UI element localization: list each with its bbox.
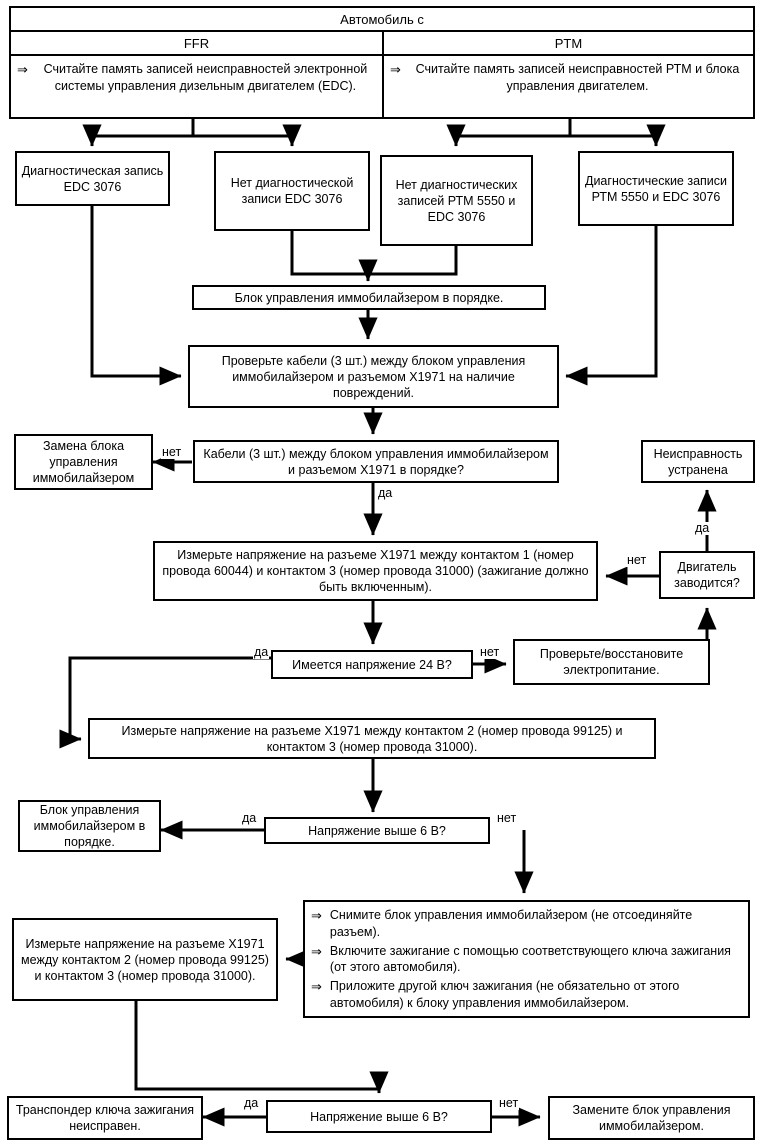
node-replace-immobilizer-second: Замените блок управления иммобилайзером. (548, 1096, 755, 1140)
node-replace-immobilizer-second-label: Замените блок управления иммобилайзером. (572, 1103, 731, 1133)
node-voltage24-question-label: Имеется напряжение 24 В? (292, 657, 452, 672)
node-measure-pin2-second-label: Измерьте напряжение на разъеме X1971 меж… (21, 936, 269, 983)
node-cables-ok-question: Кабели (3 шт.) между блоком управления и… (193, 440, 559, 483)
step-ptm-text: Считайте память записей неисправностей Р… (415, 62, 740, 93)
step-ffr-text: Считайте память записей неисправностей э… (43, 62, 368, 93)
header-col-ffr: FFR (9, 32, 382, 56)
edge-label-volt24-no: нет (479, 645, 501, 659)
node-voltage6-question-first-label: Напряжение выше 6 В? (308, 823, 446, 838)
node-ptm-records: Диагностические записи РТМ 5550 и EDC 30… (578, 151, 734, 226)
node-no-edc-record-label: Нет диагностической записи EDC 3076 (230, 176, 354, 206)
step-cell-ptm: ⇒ Считайте память записей неисправностей… (382, 56, 755, 119)
node-transponder-faulty: Транспондер ключа зажигания неисправен. (7, 1096, 203, 1140)
node-cables-ok-question-label: Кабели (3 шт.) между блоком управления и… (203, 446, 549, 477)
node-transponder-faulty-label: Транспондер ключа зажигания неисправен. (15, 1103, 195, 1133)
double-arrow-icon: ⇒ (311, 979, 322, 994)
header-title-row: Автомобиль с (9, 6, 755, 32)
node-no-ptm-records-label: Нет диагностических записей РТМ 5550 и E… (395, 177, 518, 224)
node-fault-fixed-label: Неисправность устранена (653, 446, 743, 477)
node-voltage6-question-first: Напряжение выше 6 В? (264, 817, 490, 844)
node-replace-immobilizer-first-label: Замена блока управления иммобилайзером (32, 439, 135, 485)
header-title-label: Автомобиль с (340, 11, 424, 27)
node-replace-immobilizer-first: Замена блока управления иммобилайзером (14, 434, 153, 490)
node-immobilizer-ok-second-label: Блок управления иммобилайзером в порядке… (33, 803, 146, 849)
edge-label-engine-no: нет (626, 553, 648, 567)
node-ptm-records-label: Диагностические записи РТМ 5550 и EDC 30… (584, 173, 728, 204)
node-measure-pin2: Измерьте напряжение на разъеме X1971 меж… (88, 718, 656, 759)
header-col-ptm: PTM (382, 32, 755, 56)
instruction-item: ⇒ Приложите другой ключ зажигания (не об… (311, 978, 742, 1012)
header-col-ffr-label: FFR (183, 35, 210, 51)
double-arrow-icon: ⇒ (311, 908, 322, 923)
edge-label-volt6a-no: нет (496, 811, 518, 825)
double-arrow-icon: ⇒ (17, 62, 28, 77)
edge-label-cables-no: нет (161, 445, 183, 459)
edge-label-volt6b-no: нет (498, 1096, 520, 1110)
node-instruction-block: ⇒ Снимите блок управления иммобилайзером… (303, 900, 750, 1018)
node-immobilizer-ok-first-label: Блок управления иммобилайзером в порядке… (234, 290, 504, 305)
node-no-edc-record: Нет диагностической записи EDC 3076 (214, 151, 370, 231)
edge-label-volt24-yes: да (253, 645, 270, 659)
node-immobilizer-ok-first: Блок управления иммобилайзером в порядке… (192, 285, 546, 310)
edge-label-engine-yes: да (694, 521, 711, 535)
node-voltage24-question: Имеется напряжение 24 В? (271, 650, 473, 679)
step-cell-ffr: ⇒ Считайте память записей неисправностей… (9, 56, 382, 119)
node-measure-pin2-label: Измерьте напряжение на разъеме X1971 меж… (121, 723, 623, 754)
node-measure-pin1-label: Измерьте напряжение на разъеме X1971 меж… (162, 548, 589, 594)
node-check-cables: Проверьте кабели (3 шт.) между блоком уп… (188, 345, 559, 408)
node-voltage6-question-second-label: Напряжение выше 6 В? (310, 1109, 448, 1124)
node-check-cables-label: Проверьте кабели (3 шт.) между блоком уп… (221, 353, 526, 400)
double-arrow-icon: ⇒ (311, 943, 322, 959)
node-measure-pin2-second: Измерьте напряжение на разъеме X1971 меж… (12, 918, 278, 1001)
node-engine-starts-question-label: Двигатель заводится? (674, 560, 740, 590)
node-measure-pin1: Измерьте напряжение на разъеме X1971 меж… (153, 541, 598, 601)
node-check-power-label: Проверьте/восстановите электропитание. (539, 647, 684, 677)
edge-label-cables-yes: да (377, 486, 394, 500)
node-edc-record: Диагностическая запись EDC 3076 (15, 151, 170, 206)
instruction-item-text: Приложите другой ключ зажигания (не обяз… (329, 979, 680, 1010)
node-edc-record-label: Диагностическая запись EDC 3076 (21, 163, 164, 194)
instruction-item-text: Включите зажигание с помощью соответству… (329, 943, 731, 975)
edge-label-volt6a-yes: да (241, 811, 258, 825)
node-engine-starts-question: Двигатель заводится? (659, 551, 755, 599)
header-col-ptm-label: PTM (554, 35, 583, 51)
instruction-item-text: Снимите блок управления иммобилайзером (… (329, 908, 693, 939)
node-voltage6-question-second: Напряжение выше 6 В? (266, 1100, 492, 1133)
node-no-ptm-records: Нет диагностических записей РТМ 5550 и E… (380, 155, 533, 246)
double-arrow-icon: ⇒ (390, 62, 401, 77)
node-check-power: Проверьте/восстановите электропитание. (513, 639, 710, 685)
node-fault-fixed: Неисправность устранена (641, 440, 755, 483)
edge-label-volt6b-yes: да (243, 1096, 260, 1110)
instruction-item: ⇒ Снимите блок управления иммобилайзером… (311, 907, 742, 941)
instruction-item: ⇒ Включите зажигание с помощью соответст… (311, 943, 742, 977)
node-immobilizer-ok-second: Блок управления иммобилайзером в порядке… (18, 800, 161, 852)
